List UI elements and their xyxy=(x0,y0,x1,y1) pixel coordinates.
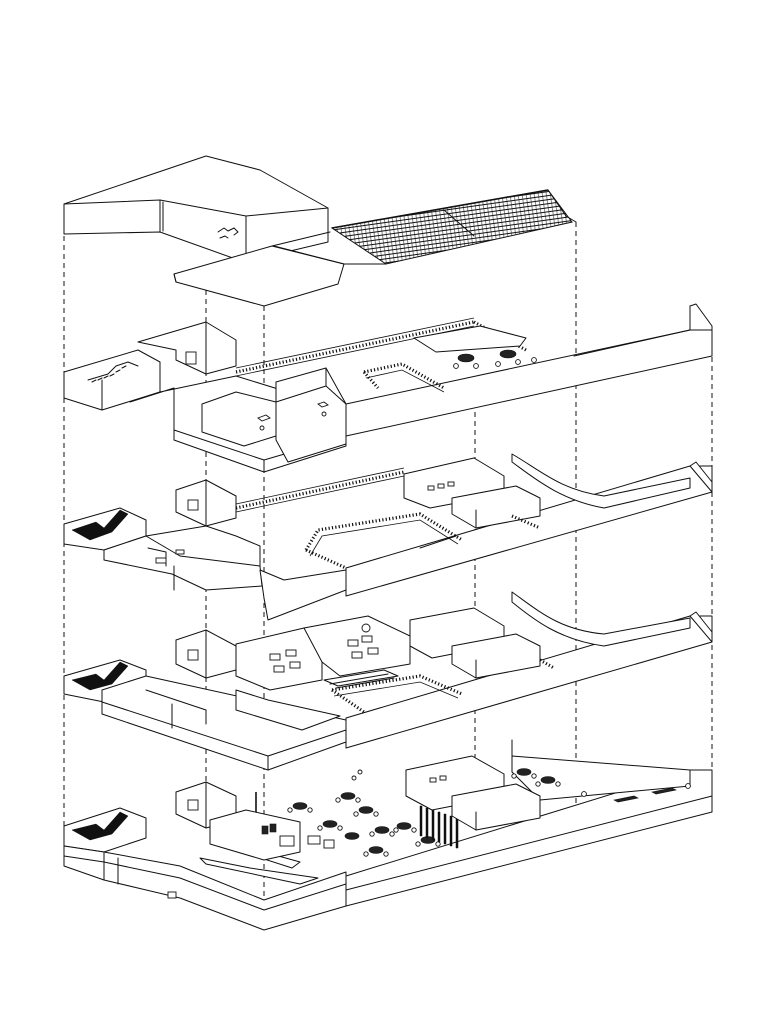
core-shaft xyxy=(187,649,199,661)
level-3-slab xyxy=(345,329,713,437)
level-1-restroom xyxy=(451,633,541,679)
desk xyxy=(175,549,185,555)
level-1-stair-flight xyxy=(323,669,399,689)
level-3-void-railing xyxy=(362,320,527,390)
roof-block-edge xyxy=(245,207,329,217)
level-3-cafe-tables xyxy=(453,349,537,369)
railing-edge xyxy=(365,369,445,393)
railing-edge xyxy=(309,519,459,557)
level-3-furniture xyxy=(257,401,329,431)
room-wall xyxy=(145,689,207,725)
ground-stair xyxy=(71,811,129,841)
deck-edge xyxy=(173,273,177,283)
level-2-void-railing xyxy=(304,512,463,570)
level-3 xyxy=(63,303,713,473)
roof-level xyxy=(63,155,577,307)
level-2-restroom xyxy=(451,485,541,529)
ground-level xyxy=(63,739,713,931)
deck-edge xyxy=(271,231,331,247)
level-1-end-wall xyxy=(689,611,713,643)
ground-screen-louvres xyxy=(419,805,459,849)
floor-edge xyxy=(63,855,347,911)
level-1-stair xyxy=(71,661,129,691)
level-1-ramp-wall xyxy=(511,591,691,647)
grandstand-edge xyxy=(331,189,549,229)
slab-edge xyxy=(345,795,713,891)
railing-edge xyxy=(235,467,405,513)
ground-cafe-tables xyxy=(287,769,441,857)
level-3-bench xyxy=(413,325,527,353)
roof-stair-symbol xyxy=(217,227,239,239)
level-1 xyxy=(63,591,713,771)
roof-grandstand xyxy=(330,189,573,265)
level-2-fixtures xyxy=(427,481,455,491)
railing-edge xyxy=(333,681,459,699)
ground-terrace-furniture xyxy=(511,768,691,803)
level-2 xyxy=(63,453,713,621)
roof-block xyxy=(63,155,329,263)
ground-restroom xyxy=(451,783,541,831)
level-1-void-railing xyxy=(331,674,463,714)
level-1-room xyxy=(235,689,341,731)
level-2-stair-treads xyxy=(419,535,457,549)
level-1-office-desks xyxy=(269,623,379,673)
core-shaft xyxy=(187,799,199,811)
ground-fixtures xyxy=(429,775,447,783)
level-3-end-wall xyxy=(689,303,713,331)
core-shaft xyxy=(185,351,197,365)
level-1-floor xyxy=(101,675,347,771)
grandstand-edge xyxy=(547,189,577,223)
level-3-core xyxy=(137,321,237,375)
slab-edge xyxy=(573,329,691,357)
level-2-walkway xyxy=(259,569,347,621)
ground-counter xyxy=(199,857,319,885)
stair-treads xyxy=(91,365,127,383)
kitchen-fixtures xyxy=(261,823,335,849)
grandstand-edge xyxy=(273,245,387,265)
level-2-ramp-wall xyxy=(511,453,691,509)
grandstand-divider xyxy=(443,209,475,237)
level-2-railing xyxy=(235,470,405,510)
level-3-stair xyxy=(87,361,139,381)
level-2-office xyxy=(145,525,261,567)
desk xyxy=(155,557,167,564)
level-3-stair-block xyxy=(63,349,161,411)
roof-block-edge xyxy=(63,199,247,263)
core-shaft xyxy=(187,499,199,511)
ground-kitchen xyxy=(209,809,301,861)
level-2-end-wall xyxy=(689,461,713,493)
roof-terrace-deck xyxy=(173,245,345,307)
level-2-stair xyxy=(71,509,129,541)
entrance-step xyxy=(167,891,177,899)
